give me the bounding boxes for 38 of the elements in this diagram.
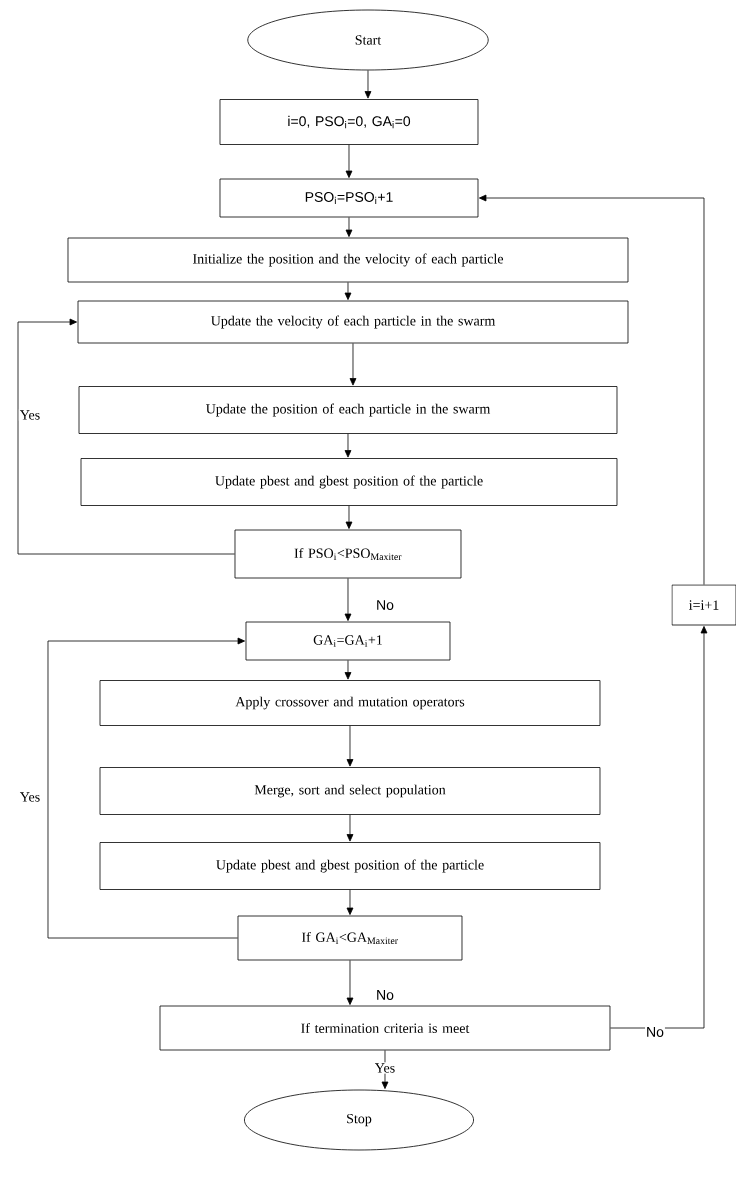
edge-label: Yes <box>18 791 42 803</box>
arrow <box>344 578 352 621</box>
arrow <box>479 194 705 585</box>
process-box: Update the velocity of each particle in the swarm <box>77 300 629 344</box>
arrow <box>17 318 235 555</box>
process-box: i=0, PSO$_{i}$=0, GA$_{i}$=0 <box>219 99 479 145</box>
edge-label: No <box>375 989 395 1001</box>
process-box: GA$_{i}$=GA$_{i}$+1 <box>245 621 451 661</box>
decision-box: If GA$_{i}$<GA$_{Maxiter}$ <box>237 915 463 961</box>
process-box: Merge, sort and select population <box>99 767 601 815</box>
process-box: i=i+1 <box>671 584 736 626</box>
edge-label: Yes <box>373 1062 397 1074</box>
arrow <box>346 960 354 1005</box>
arrow <box>344 660 352 680</box>
edge-label: No <box>645 1026 665 1038</box>
process-box: Initialize the position and the velocity of each particle <box>67 237 629 283</box>
arrow <box>345 144 353 178</box>
arrow <box>344 282 352 300</box>
arrow <box>47 637 245 939</box>
process-box: PSO$_{i}$=PSO$_{i}$+1 <box>219 178 479 218</box>
process-box: Update pbest and gbest position of the particle <box>80 458 618 506</box>
edge-label: No <box>375 599 395 611</box>
arrow <box>364 70 372 99</box>
arrow <box>346 889 354 915</box>
arrow <box>346 725 354 767</box>
edge-label: Yes <box>18 409 42 421</box>
arrow <box>610 626 708 1029</box>
arrow <box>345 505 353 529</box>
arrow <box>344 433 352 458</box>
process-box: Update pbest and gbest position of the particle <box>99 842 601 890</box>
arrow <box>349 343 357 386</box>
arrow <box>345 217 353 237</box>
process-box: Update the position of each particle in the swarm <box>78 386 618 434</box>
arrow <box>346 814 354 842</box>
decision-box: If termination criteria is meet <box>159 1005 611 1051</box>
arrow <box>381 1050 389 1089</box>
decision-box: If PSO$_{i}$<PSO$_{Maxiter}$ <box>234 529 462 579</box>
process-box: Apply crossover and mutation operators <box>99 680 601 726</box>
